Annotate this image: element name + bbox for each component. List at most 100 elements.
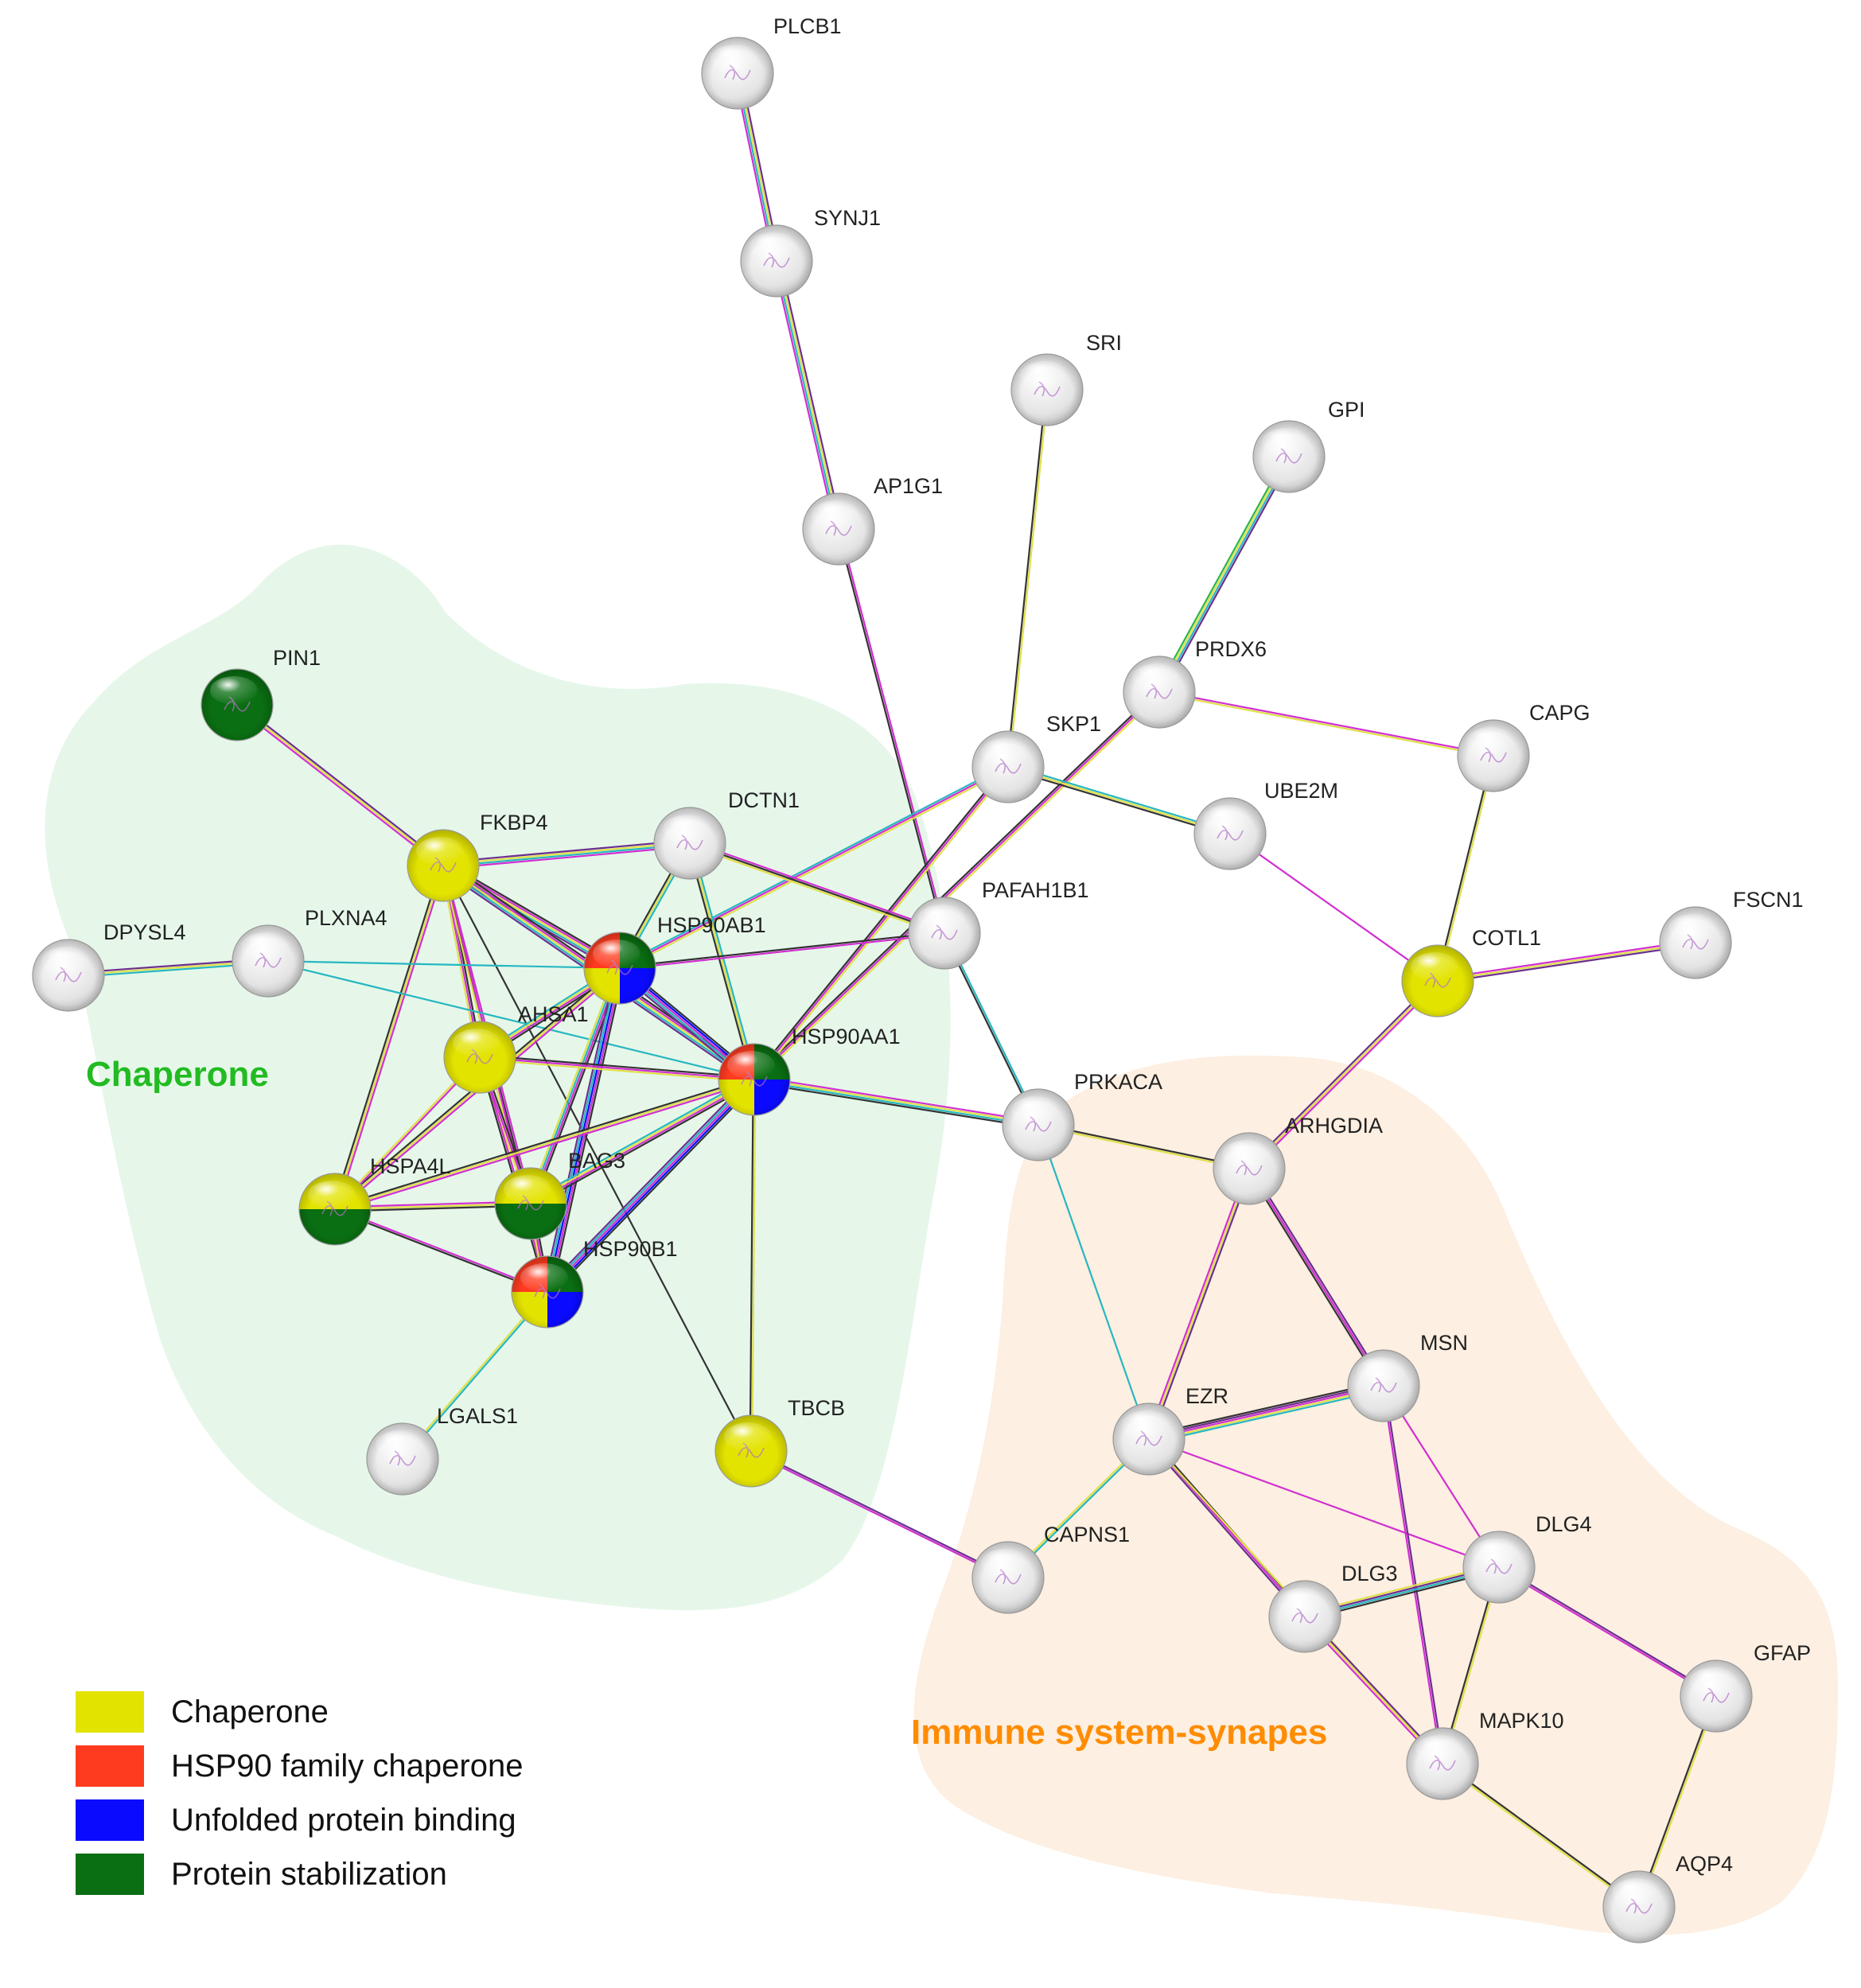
- edge-SKP1-HSP90AB1: [618, 764, 1010, 971]
- node-gfap[interactable]: GFAP: [1680, 1641, 1811, 1733]
- node-bag3[interactable]: BAG3: [494, 1149, 625, 1240]
- edge-evidence-line: [1037, 1124, 1150, 1440]
- node-hsp90ab1[interactable]: HSP90AB1: [583, 913, 766, 1005]
- legend-swatch: [76, 1854, 144, 1895]
- edge-evidence-line: [442, 839, 690, 864]
- edge-evidence-line: [754, 1077, 1039, 1125]
- edge-FKBP4-HSPA4L: [332, 864, 446, 1211]
- node-label: HSP90B1: [583, 1237, 678, 1261]
- node-highlight: [1020, 361, 1068, 390]
- node-highlight: [749, 232, 797, 261]
- node-cotl1[interactable]: COTL1: [1401, 926, 1541, 1017]
- edge-evidence-line: [1438, 943, 1696, 984]
- node-mapk10[interactable]: MAPK10: [1406, 1709, 1564, 1800]
- edge-evidence-line: [333, 1076, 754, 1208]
- edge-SRI-SKP1: [1006, 389, 1049, 768]
- edge-SKP1-HSP90AA1: [752, 764, 1010, 1082]
- edge-evidence-line: [545, 1077, 753, 1291]
- node-dpysl4[interactable]: DPYSL4: [32, 920, 186, 1012]
- node-label: LGALS1: [437, 1404, 518, 1428]
- node-label: HSP90AB1: [657, 913, 766, 937]
- node-aqp4[interactable]: AQP4: [1602, 1852, 1733, 1943]
- node-label: UBE2M: [1264, 779, 1338, 803]
- edge-evidence-line: [1147, 1168, 1251, 1440]
- edge-PRKACA-EZR: [1037, 1124, 1150, 1440]
- node-lgals1[interactable]: LGALS1: [366, 1404, 518, 1496]
- node-capg[interactable]: CAPG: [1457, 701, 1590, 792]
- node-msn[interactable]: MSN: [1347, 1331, 1468, 1422]
- node-synj1[interactable]: SYNJ1: [740, 206, 881, 298]
- edge-AHSA1-HSP90AA1: [479, 1054, 755, 1083]
- edge-evidence-line: [688, 844, 944, 936]
- edge-evidence-line: [688, 842, 756, 1080]
- edge-evidence-line: [334, 1078, 755, 1211]
- node-plxna4[interactable]: PLXNA4: [232, 906, 387, 998]
- edge-evidence-line: [1246, 1169, 1383, 1387]
- edge-evidence-line: [479, 1056, 755, 1081]
- edge-evidence-line: [1148, 1383, 1384, 1438]
- node-ezr[interactable]: EZR: [1112, 1384, 1228, 1476]
- edge-evidence-line: [542, 967, 617, 1292]
- edge-HSP90AA1-TBCB: [749, 1079, 757, 1452]
- edge-evidence-line: [336, 866, 446, 1211]
- edge-ARHGDIA-EZR: [1146, 1167, 1252, 1441]
- edge-evidence-line: [443, 843, 691, 868]
- legend-label: Chaperone: [171, 1694, 329, 1729]
- edge-evidence-line: [1250, 982, 1440, 1171]
- node-arhgdia[interactable]: ARHGDIA: [1213, 1114, 1383, 1205]
- node-highlight: [520, 1263, 568, 1292]
- edge-TBCB-CAPNS1: [749, 1449, 1010, 1580]
- node-hspa4l[interactable]: HSPA4L: [298, 1154, 451, 1246]
- node-hsp90b1[interactable]: HSP90B1: [511, 1237, 678, 1329]
- node-skp1[interactable]: SKP1: [971, 712, 1101, 803]
- edge-evidence-line: [1497, 1567, 1716, 1698]
- edge-SYNJ1-AP1G1: [773, 259, 843, 531]
- node-ube2m[interactable]: UBE2M: [1193, 779, 1338, 870]
- edge-evidence-line: [267, 959, 755, 1081]
- node-label: DCTN1: [728, 788, 800, 812]
- node-pafah1b1[interactable]: PAFAH1B1: [908, 878, 1089, 970]
- node-gpi[interactable]: GPI: [1252, 398, 1365, 493]
- node-prdx6[interactable]: PRDX6: [1123, 637, 1267, 729]
- node-tbcb[interactable]: TBCB: [714, 1396, 845, 1488]
- node-label: DLG4: [1536, 1512, 1592, 1536]
- node-label: CAPNS1: [1044, 1523, 1130, 1546]
- edge-evidence-line: [749, 1079, 754, 1451]
- legend-label: HSP90 family chaperone: [171, 1748, 524, 1784]
- edge-evidence-line: [753, 1080, 1038, 1127]
- node-label: TBCB: [788, 1396, 845, 1420]
- edge-evidence-line: [334, 1209, 547, 1294]
- edge-evidence-line: [754, 1076, 1039, 1123]
- edge-evidence-line: [1435, 755, 1493, 981]
- node-dlg4[interactable]: DLG4: [1462, 1512, 1592, 1604]
- node-prkaca[interactable]: PRKACA: [1002, 1070, 1162, 1161]
- edge-evidence-line: [442, 841, 690, 866]
- edge-evidence-line: [443, 845, 691, 870]
- edge-evidence-line: [480, 1054, 755, 1079]
- node-pin1[interactable]: PIN1: [201, 646, 321, 741]
- edge-evidence-line: [531, 1081, 757, 1208]
- node-ap1g1[interactable]: AP1G1: [802, 474, 943, 566]
- edge-DLG4-GFAP: [1497, 1565, 1718, 1698]
- edge-evidence-line: [1250, 1167, 1387, 1386]
- node-plcb1[interactable]: PLCB1: [701, 14, 842, 110]
- node-fscn1[interactable]: FSCN1: [1659, 888, 1804, 979]
- node-dctn1[interactable]: DCTN1: [653, 788, 800, 880]
- node-label: PIN1: [273, 646, 321, 670]
- edge-MAPK10-AQP4: [1441, 1762, 1641, 1908]
- legend: Chaperone HSP90 family chaperone Unfolde…: [76, 1685, 680, 1901]
- edge-evidence-line: [687, 843, 753, 1080]
- node-capns1[interactable]: CAPNS1: [971, 1523, 1130, 1614]
- edge-evidence-line: [1146, 1167, 1248, 1439]
- edge-evidence-line: [479, 1058, 754, 1083]
- node-highlight: [917, 905, 965, 933]
- node-hsp90aa1[interactable]: HSP90AA1: [718, 1025, 901, 1116]
- node-fkbp4[interactable]: FKBP4: [407, 811, 548, 902]
- node-sri[interactable]: SRI: [1010, 331, 1122, 426]
- node-dlg3[interactable]: DLG3: [1268, 1562, 1398, 1653]
- node-label: AQP4: [1676, 1852, 1733, 1876]
- edge-evidence-line: [751, 1449, 1010, 1578]
- node-highlight: [41, 947, 89, 975]
- edge-evidence-line: [753, 691, 1160, 1080]
- node-ahsa1[interactable]: AHSA1: [443, 1002, 589, 1094]
